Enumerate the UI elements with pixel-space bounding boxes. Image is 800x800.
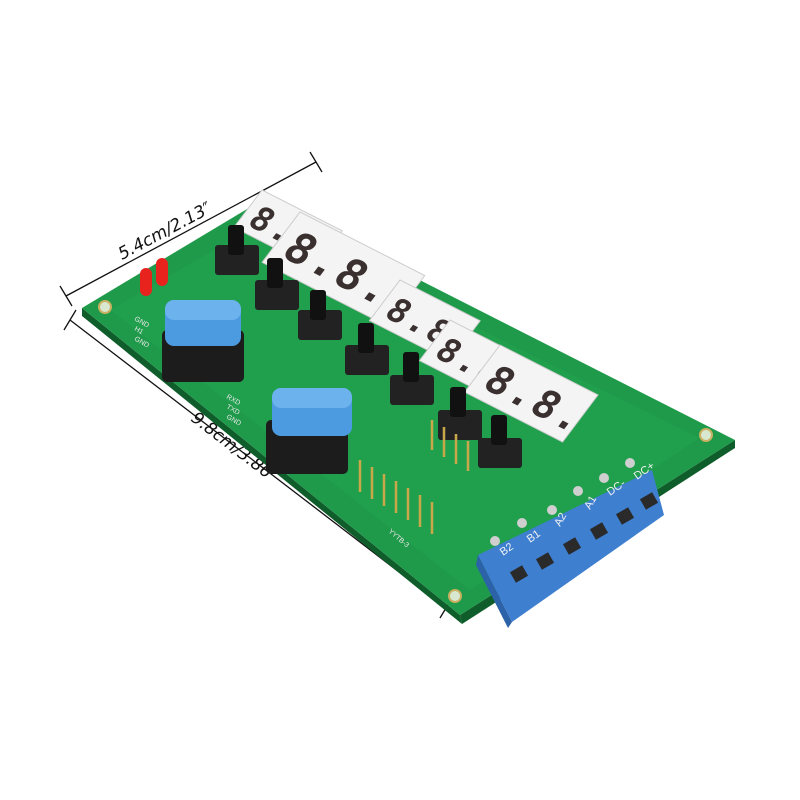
svg-text:H1: H1 <box>133 326 144 337</box>
tactile-button <box>438 387 482 440</box>
terminal-label-a2: A2 <box>552 511 569 529</box>
terminal-label-a1: A1 <box>582 494 599 512</box>
tactile-button <box>345 323 389 375</box>
tactile-button <box>298 290 342 340</box>
tactile-buttons <box>215 225 522 468</box>
tactile-button <box>390 352 434 405</box>
tactile-button <box>478 415 522 468</box>
seven-segment-displays: 8.8. 8.8. 8.8. 8.8. 8.8. <box>233 189 599 443</box>
red-leds <box>140 258 168 296</box>
large-blue-button-2 <box>266 388 352 474</box>
terminal-block <box>476 470 664 628</box>
large-blue-button-1 <box>162 300 244 382</box>
header-pins <box>358 420 470 534</box>
tactile-button <box>255 258 299 310</box>
tactile-button <box>215 225 259 275</box>
terminal-screws <box>509 492 659 583</box>
